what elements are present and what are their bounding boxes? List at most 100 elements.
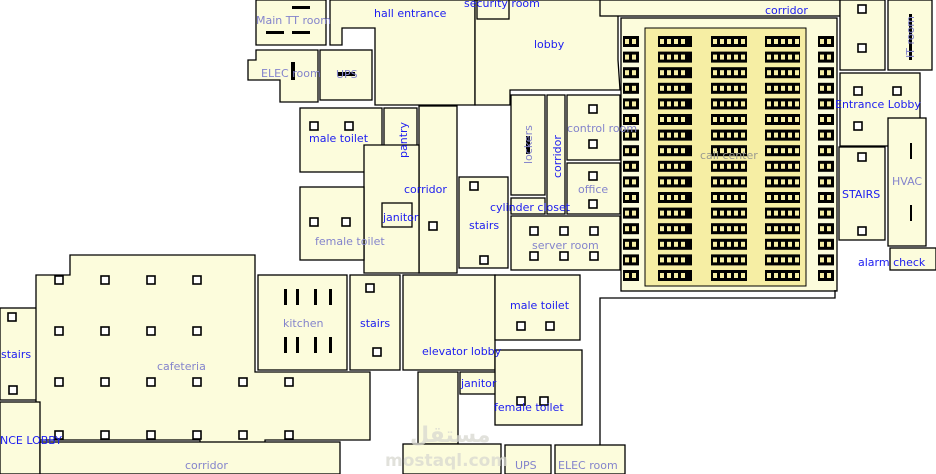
desk-cluster [658, 67, 692, 79]
kitchen-counter [314, 337, 317, 353]
desk-cluster [658, 129, 692, 141]
desk-cluster [818, 160, 834, 172]
desk-cluster [818, 51, 834, 63]
label-main-tt-room: Main TT room [256, 14, 331, 27]
desk-cluster [658, 160, 692, 172]
desk-cluster [623, 160, 639, 172]
label-cafeteria: cafeteria [157, 360, 206, 373]
desk-cluster [818, 36, 834, 47]
room-elec[interactable] [247, 49, 319, 103]
label-stairs-mid: stairs [469, 219, 499, 232]
column-marker [469, 181, 479, 191]
column-marker [146, 430, 156, 440]
desk-cluster [658, 145, 692, 157]
label-stairs-left: stairs [1, 348, 31, 361]
desk-cluster [623, 67, 639, 79]
desk-cluster [711, 160, 747, 172]
room-kitchen[interactable] [257, 274, 348, 371]
room-hvac[interactable] [887, 117, 927, 247]
room-corridor-mid[interactable] [418, 105, 458, 274]
room-cylinder-closet[interactable] [510, 197, 546, 215]
room-corridor-bottom[interactable] [39, 441, 341, 474]
desk-cluster [818, 114, 834, 125]
room-cafeteria[interactable] [35, 254, 371, 461]
room-corridor-lower[interactable] [417, 371, 459, 445]
column-marker [192, 326, 202, 336]
column-marker [309, 121, 319, 131]
column-marker [588, 139, 598, 149]
kitchen-counter [329, 337, 332, 353]
column-marker [284, 377, 294, 387]
label-lockers: lockers [522, 125, 535, 164]
room-female-toilet-2[interactable] [494, 349, 583, 426]
desk-cluster [765, 67, 800, 79]
desk-cluster [711, 36, 747, 47]
panel [292, 6, 310, 9]
room-ups-2[interactable] [504, 444, 552, 474]
room-entrance-lobby-2[interactable] [0, 401, 41, 474]
desk-cluster [765, 129, 800, 141]
column-marker [100, 275, 110, 285]
label-corridor-vert: corridor [551, 135, 564, 178]
fixtures [266, 6, 912, 353]
label-cylinder-closet: cylinder closet [490, 201, 571, 214]
room-stairs-mid[interactable] [458, 176, 509, 269]
column-marker [529, 251, 539, 261]
column-marker [529, 226, 539, 236]
desk-cluster [818, 238, 834, 250]
desk-cluster [658, 207, 692, 219]
desk-cluster [765, 145, 800, 157]
room-stairs-right[interactable] [838, 146, 886, 241]
desk-cluster [711, 98, 747, 110]
desk-cluster [765, 114, 800, 125]
panel [526, 136, 530, 154]
column-marker [284, 430, 294, 440]
desk-cluster [711, 176, 747, 188]
room-alarm-check[interactable] [889, 247, 936, 271]
panel [266, 31, 284, 34]
room-lower-center[interactable] [402, 443, 502, 474]
column-marker [857, 4, 867, 14]
desk-cluster [818, 207, 834, 219]
desk-cluster [818, 223, 834, 235]
column-marker [238, 377, 248, 387]
panel [337, 72, 355, 76]
desk-cluster [818, 82, 834, 94]
desk-cluster [658, 176, 692, 188]
room-elec-2[interactable] [554, 444, 626, 474]
desk-cluster [623, 176, 639, 188]
column-marker [54, 326, 64, 336]
column-marker [892, 86, 902, 96]
panel [292, 31, 310, 34]
room-janitor[interactable] [381, 202, 413, 228]
column-marker [341, 217, 351, 227]
desk-cluster [711, 270, 747, 281]
column-marker [309, 217, 319, 227]
column-marker [100, 377, 110, 387]
desk-cluster [711, 192, 747, 203]
column-marker [428, 221, 438, 231]
label-call-center: call center [700, 149, 758, 162]
room-male-toilet-2[interactable] [494, 274, 581, 341]
label-corridor-top: corridor [765, 4, 808, 17]
room-server[interactable] [510, 215, 621, 271]
desk-cluster [623, 36, 639, 47]
room-security[interactable] [476, 0, 510, 20]
desk-cluster [623, 223, 639, 235]
desk-cluster [623, 98, 639, 110]
column-marker [516, 321, 526, 331]
kitchen-counter [284, 289, 287, 305]
label-hvac: HVAC [892, 175, 922, 188]
column-marker [545, 321, 555, 331]
room-corridor-vert[interactable] [546, 94, 566, 215]
desk-cluster [711, 129, 747, 141]
label-lobby: lobby [534, 38, 565, 51]
column-marker [365, 283, 375, 293]
column-marker [479, 255, 489, 265]
room-stairs-left[interactable] [0, 307, 39, 401]
column-marker [54, 275, 64, 285]
column-marker [146, 377, 156, 387]
label-kitchen: kitchen [283, 317, 324, 330]
panel [909, 14, 912, 60]
panel [291, 62, 295, 80]
